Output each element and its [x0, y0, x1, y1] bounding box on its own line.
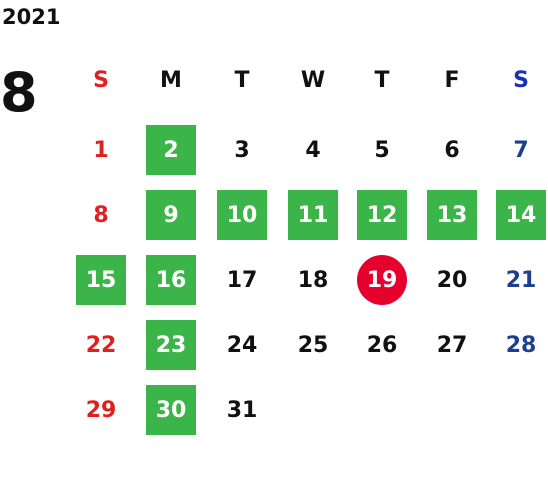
day-cell-2[interactable]: 2 [146, 125, 196, 175]
day-cell-10[interactable]: 10 [217, 190, 267, 240]
day-cell-19[interactable]: 19 [357, 255, 407, 305]
month-number: 8 [0, 61, 38, 124]
day-cell-17[interactable]: 17 [226, 267, 258, 293]
weekday-header-tuesday: T [234, 67, 250, 93]
day-cell-25[interactable]: 25 [297, 332, 329, 358]
day-cell-8[interactable]: 8 [93, 202, 109, 228]
day-cell-29[interactable]: 29 [85, 397, 117, 423]
day-cell-18[interactable]: 18 [297, 267, 329, 293]
day-cell-4[interactable]: 4 [305, 137, 321, 163]
day-cell-22[interactable]: 22 [85, 332, 117, 358]
day-cell-14[interactable]: 14 [496, 190, 546, 240]
day-cell-5[interactable]: 5 [374, 137, 390, 163]
day-cell-16[interactable]: 16 [146, 255, 196, 305]
year-label: 2021 [2, 5, 61, 29]
day-cell-23[interactable]: 23 [146, 320, 196, 370]
weekday-header-saturday: S [513, 67, 529, 93]
day-cell-11[interactable]: 11 [288, 190, 338, 240]
day-cell-12[interactable]: 12 [357, 190, 407, 240]
day-cell-3[interactable]: 3 [234, 137, 250, 163]
day-cell-30[interactable]: 30 [146, 385, 196, 435]
weekday-header-sunday: S [93, 67, 109, 93]
day-cell-7[interactable]: 7 [513, 137, 529, 163]
weekday-header-friday: F [444, 67, 460, 93]
day-cell-6[interactable]: 6 [444, 137, 460, 163]
day-cell-28[interactable]: 28 [505, 332, 537, 358]
day-cell-26[interactable]: 26 [366, 332, 398, 358]
day-cell-27[interactable]: 27 [436, 332, 468, 358]
day-cell-9[interactable]: 9 [146, 190, 196, 240]
weekday-header-thursday: T [374, 67, 390, 93]
weekday-header-monday: M [160, 67, 182, 93]
day-cell-20[interactable]: 20 [436, 267, 468, 293]
day-cell-24[interactable]: 24 [226, 332, 258, 358]
day-cell-15[interactable]: 15 [76, 255, 126, 305]
day-cell-21[interactable]: 21 [505, 267, 537, 293]
day-cell-31[interactable]: 31 [226, 397, 258, 423]
day-cell-1[interactable]: 1 [93, 137, 109, 163]
day-cell-13[interactable]: 13 [427, 190, 477, 240]
weekday-header-wednesday: W [300, 67, 326, 93]
